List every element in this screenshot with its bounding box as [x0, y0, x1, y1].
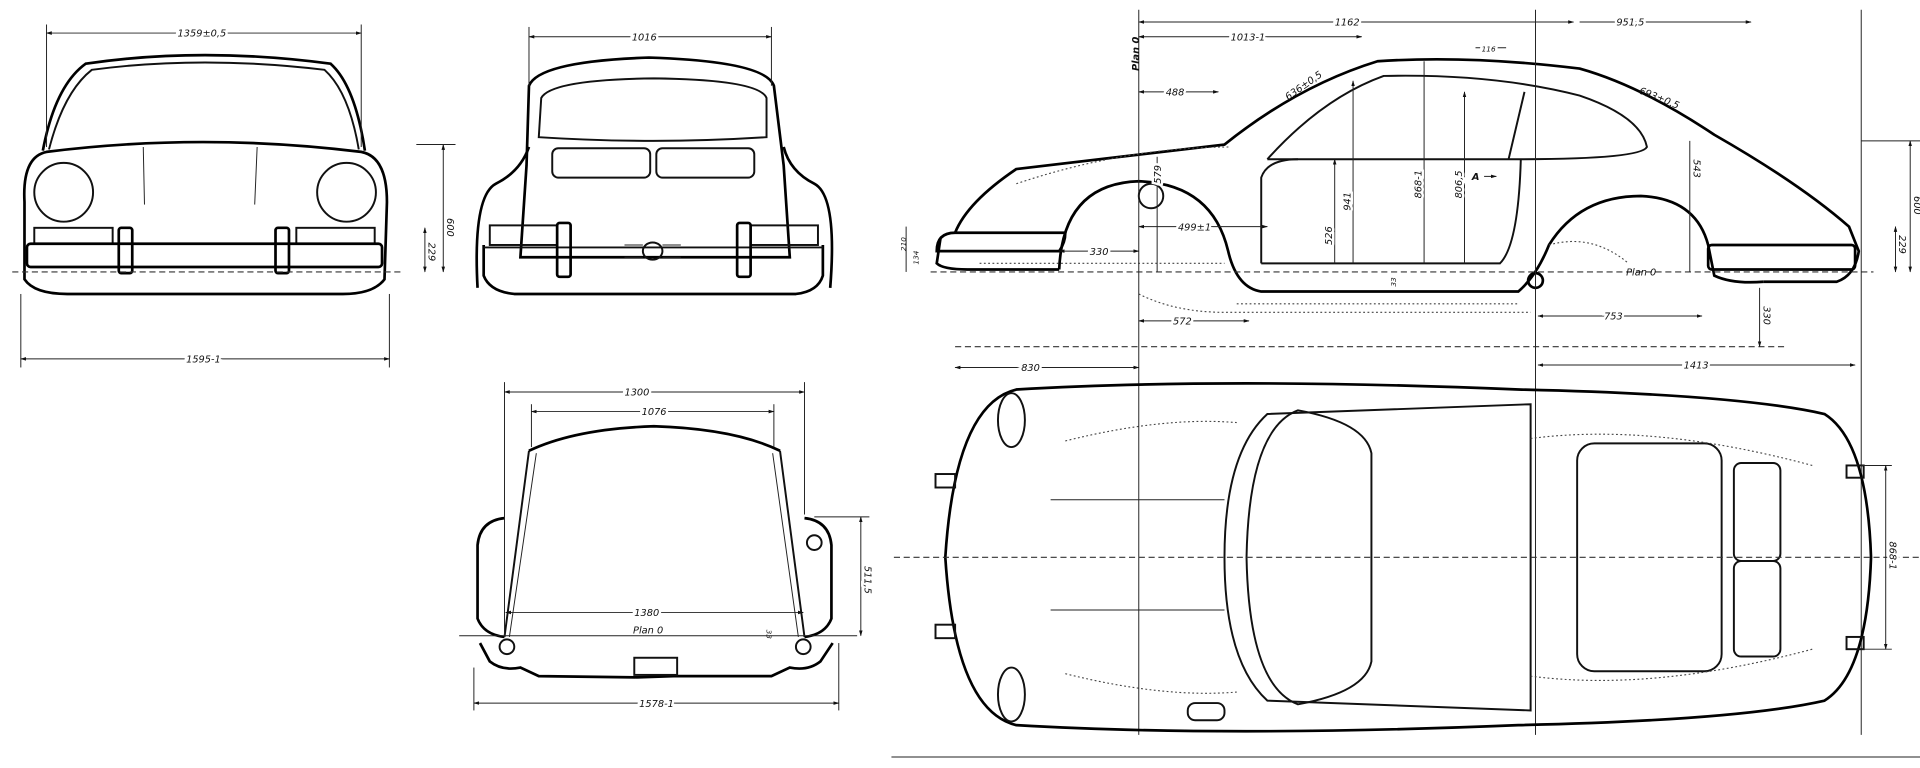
dim-label: 543	[1690, 159, 1701, 178]
dim-label: 600	[1911, 196, 1920, 215]
dim-label: 1595-1	[186, 355, 221, 366]
top-view: 868-1	[891, 382, 1920, 758]
dim-label: 951,5	[1616, 18, 1644, 29]
side-view: 1162 951,5 1013-1 116 488 636±0,5 693±0,…	[899, 9, 1920, 735]
headlight-right	[316, 161, 377, 223]
dim-label: 488	[1166, 88, 1185, 99]
dim-label: 1578-1	[639, 699, 674, 710]
dim-label: 33	[1389, 277, 1398, 287]
rear-view: 1016	[475, 26, 834, 296]
dim-label: 511,5	[861, 566, 872, 594]
dim-label: 116	[1482, 44, 1496, 53]
dim-label: 330	[1760, 306, 1771, 325]
dim-label: 1162	[1335, 18, 1360, 29]
dim-label: 1359±0,5	[178, 29, 227, 40]
plan-0-vertical-label: Plan 0	[1131, 37, 1142, 71]
dim-label: 229	[426, 243, 437, 262]
plan-0-label: Plan 0	[633, 625, 663, 636]
dim-label: 1016	[632, 32, 657, 43]
rear-emblem	[641, 241, 664, 261]
dim-label: 330	[1090, 247, 1109, 258]
dim-label: 753	[1604, 312, 1623, 323]
dim-label: 693±0,5	[1637, 86, 1680, 112]
dim-label: 868-1	[1414, 170, 1425, 198]
dim-label: 1300	[624, 388, 649, 399]
front-view: 1359±0,5 1595-1 600 229	[12, 24, 457, 368]
dim-label: 868-1	[1886, 541, 1897, 569]
dim-label: 526	[1324, 226, 1335, 245]
dim-label: 1380	[634, 608, 659, 619]
section-view: 1300 1076 1380 Plan 0 511,5 33 1578-1	[459, 382, 875, 712]
dim-label: 210	[899, 237, 908, 251]
dim-label: 1013-1	[1231, 32, 1266, 43]
dim-label: 572	[1173, 317, 1192, 328]
bumper	[25, 242, 384, 269]
dim-label: 600	[444, 218, 455, 237]
dim-label: 1413	[1684, 361, 1709, 372]
dim-label: 579	[1153, 165, 1164, 184]
dim-label: 806,5	[1454, 170, 1465, 198]
dim-label: 229	[1896, 235, 1907, 254]
plan-0-label: Plan 0	[1626, 268, 1656, 279]
dim-label: 1076	[642, 407, 667, 418]
dim-label: 636±0,5	[1284, 70, 1325, 103]
section-marker: A	[1471, 172, 1480, 183]
headlight-left	[33, 161, 95, 223]
dim-label: 499±1	[1178, 222, 1211, 233]
dim-label: 941	[1343, 192, 1354, 211]
dim-label: 33	[765, 630, 774, 640]
dim-label: 830	[1021, 363, 1040, 374]
dim-label: 134	[911, 250, 920, 264]
